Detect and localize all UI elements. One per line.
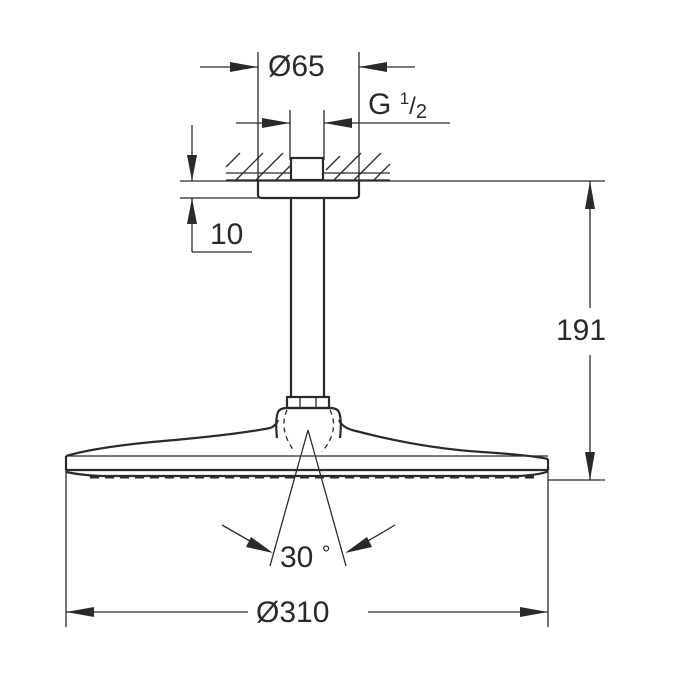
diameter-310-dimension bbox=[65, 470, 549, 627]
spray-angle-dimension bbox=[221, 429, 396, 567]
head-diameter-label: Ø310 bbox=[256, 596, 330, 629]
flange-height-label: 10 bbox=[210, 218, 244, 251]
swivel-arc-right bbox=[321, 409, 335, 453]
ceiling-hatch bbox=[225, 152, 391, 181]
ceiling-flange bbox=[256, 180, 361, 200]
degree-symbol: ° bbox=[321, 541, 331, 566]
total-height-label: 191 bbox=[556, 314, 607, 347]
spray-angle-value: 30 bbox=[280, 541, 314, 574]
flange-diameter-label: Ø65 bbox=[268, 50, 325, 83]
height-191-dimension bbox=[585, 181, 595, 480]
thread-denominator: 2 bbox=[415, 101, 427, 123]
thread-dimension bbox=[236, 110, 450, 160]
thread-size-label: G 1/2 bbox=[368, 88, 427, 123]
shower-head bbox=[64, 419, 550, 479]
spray-angle-label: 30 ° bbox=[280, 543, 331, 573]
flange-height-dimension bbox=[187, 125, 252, 253]
hex-nut bbox=[285, 395, 331, 410]
ceiling-connector bbox=[289, 156, 325, 182]
thread-numerator: 1 bbox=[399, 89, 410, 108]
swivel-arc-left bbox=[283, 409, 296, 453]
ball-joint bbox=[275, 406, 342, 439]
thread-letter: G bbox=[368, 88, 392, 121]
